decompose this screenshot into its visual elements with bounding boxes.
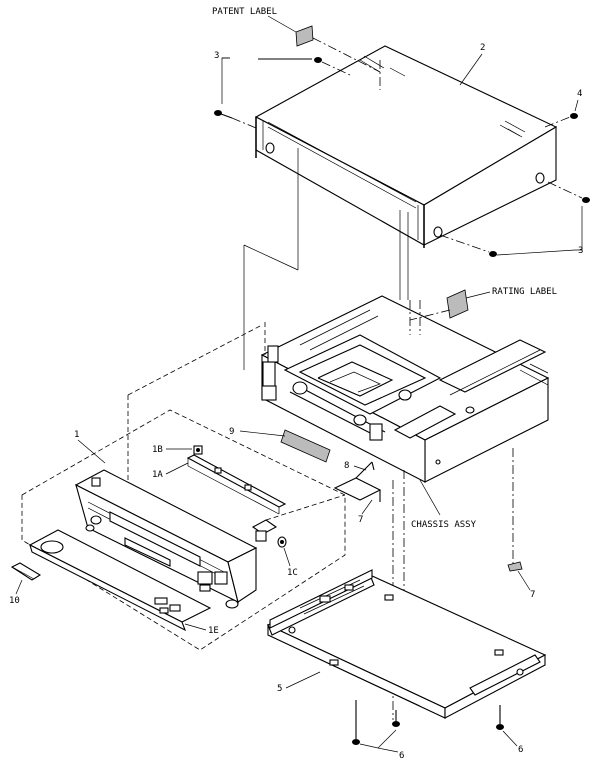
part-1e-front-bezel: [28, 529, 212, 632]
screw-6-left-b: [392, 710, 400, 727]
screw-3-right-a: [547, 181, 590, 203]
patent-label-sticker: [295, 25, 381, 90]
callout-4: 4: [577, 89, 582, 99]
callout-3-top: 3: [214, 51, 219, 61]
screw-6-left-a: [352, 700, 360, 745]
callout-5: 5: [277, 684, 282, 694]
callout-1e: 1E: [208, 626, 219, 636]
screw-4: [544, 99, 579, 128]
patent-label-text: PATENT LABEL: [212, 7, 277, 17]
callout-2: 2: [480, 43, 485, 53]
callout-1: 1: [74, 430, 79, 440]
top-cover: [254, 45, 558, 248]
callout-1b: 1B: [152, 445, 163, 455]
bottom-tray: [266, 569, 547, 719]
chassis-assy-text: CHASSIS ASSY: [411, 520, 477, 530]
callout-6-right: 6: [518, 745, 523, 755]
callout-1a: 1A: [152, 470, 163, 480]
front-panel-housing: [74, 469, 258, 609]
callout-10: 10: [9, 596, 20, 606]
part-1a-bracket: [186, 454, 287, 515]
part-1c-clip: [251, 519, 287, 548]
callout-9: 9: [229, 427, 234, 437]
callout-8: 8: [344, 461, 349, 471]
callout-3-right: 3: [578, 246, 583, 256]
part-7-foot-right: [507, 561, 523, 572]
screw-3-right-b: [439, 234, 497, 257]
screw-3-top-left: [214, 110, 257, 129]
part-10-knob: [10, 562, 42, 581]
callout-1c: 1C: [287, 568, 298, 578]
chassis-assembly: [260, 295, 550, 483]
rating-label-sticker: [409, 289, 469, 335]
screw-3-top: [258, 57, 351, 76]
rating-label-text: RATING LABEL: [492, 287, 557, 297]
callout-6-left: 6: [399, 751, 404, 761]
part-9-label: [280, 429, 331, 463]
part-8-bracket: [333, 461, 382, 502]
part-1b-clip: [193, 445, 203, 455]
callout-7-mid: 7: [358, 515, 363, 525]
callout-7-right: 7: [530, 590, 535, 600]
screw-6-right: [496, 705, 504, 730]
